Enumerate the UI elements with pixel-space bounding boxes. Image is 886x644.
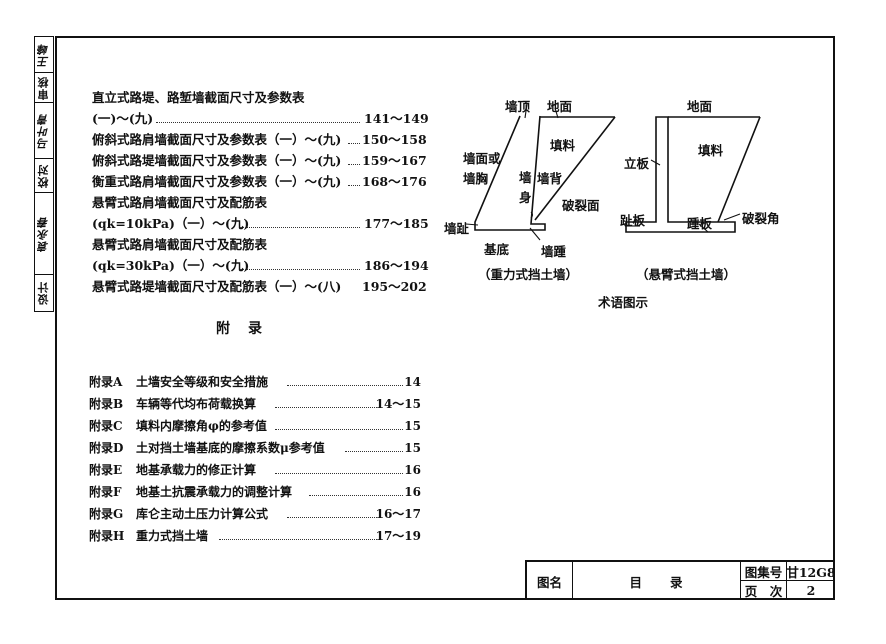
toc-entry: 悬臂式路肩墙截面尺寸及配筋表 (92, 195, 268, 210)
toc-entry: (qk=10kPa)（一）～(九)177～185 (92, 216, 429, 231)
check-label-cell: 校对 (35, 159, 53, 193)
toc-entry: 悬臂式路肩墙截面尺寸及配筋表 (92, 237, 268, 252)
label-face-2: 墙胸 (463, 171, 489, 186)
toc-entry: (一)～(九)141～149 (92, 111, 429, 126)
toc-entry: 俯斜式路堤墙截面尺寸及参数表（一）～(九)159～167 (92, 153, 427, 168)
toc-entry: 衡重式路肩墙截面尺寸及参数表（一）～(九)168～176 (92, 174, 427, 189)
label-heel-slab: 踵板 (687, 216, 713, 231)
title-name-value: 目 录 (573, 562, 741, 600)
title-name-label: 图名 (527, 562, 573, 600)
atlas-number-label: 图集号 (741, 562, 787, 581)
label-heel: 墙踵 (541, 244, 567, 259)
label-base: 基底 (484, 242, 510, 257)
page-number-value: 2 (806, 583, 816, 598)
toc-entry: 悬臂式路堤墙截面尺寸及配筋表（一）～(八)195～202 (92, 279, 427, 294)
appendix-heading: 附录 (216, 321, 280, 337)
figure-caption: 术语图示 (598, 295, 649, 310)
toc-entry: 俯斜式路肩墙截面尺寸及参数表（一）～(九)150～158 (92, 132, 427, 147)
label-toe-slab: 趾板 (620, 213, 646, 228)
page-number-label: 页 次 (741, 581, 787, 600)
title-block: 图名 目 录 图集号 甘12G8 页 次 2 (525, 560, 836, 600)
label-fill-2: 填料 (698, 143, 724, 158)
review-sig-cell: 王峰 (35, 37, 53, 73)
label-stem: 立板 (624, 156, 650, 171)
label-fill: 填料 (550, 138, 576, 153)
atlas-number-value: 甘12G8 (786, 562, 836, 581)
label-toe: 墙趾 (444, 221, 470, 236)
label-crack-angle: 破裂角 (742, 211, 780, 226)
label-face-1: 墙面或 (463, 151, 501, 166)
toc-entry: 直立式路堤、路堑墙截面尺寸及参数表 (92, 90, 305, 105)
label-crack-surface: 破裂面 (562, 198, 600, 213)
caption-cantilever: （悬臂式挡土墙） (636, 267, 737, 282)
label-wall-top: 墙顶 (505, 99, 531, 114)
signature-strip: 王峰 审核 马叶青 校对 袁永春 设计 (34, 36, 54, 312)
design-sig-cell: 袁永春 (35, 193, 53, 275)
label-ground: 地面 (547, 99, 573, 114)
label-ground-2: 地面 (687, 99, 713, 114)
label-back: 墙背 (537, 171, 563, 186)
label-body: 墙身 (519, 170, 532, 205)
caption-gravity: （重力式挡土墙） (478, 267, 579, 282)
check-sig-cell: 马叶青 (35, 103, 53, 159)
drawing-frame (55, 36, 835, 600)
review-label-cell: 审核 (35, 73, 53, 103)
toc-entry: (qk=30kPa)（一）～(九)186～194 (92, 258, 429, 273)
